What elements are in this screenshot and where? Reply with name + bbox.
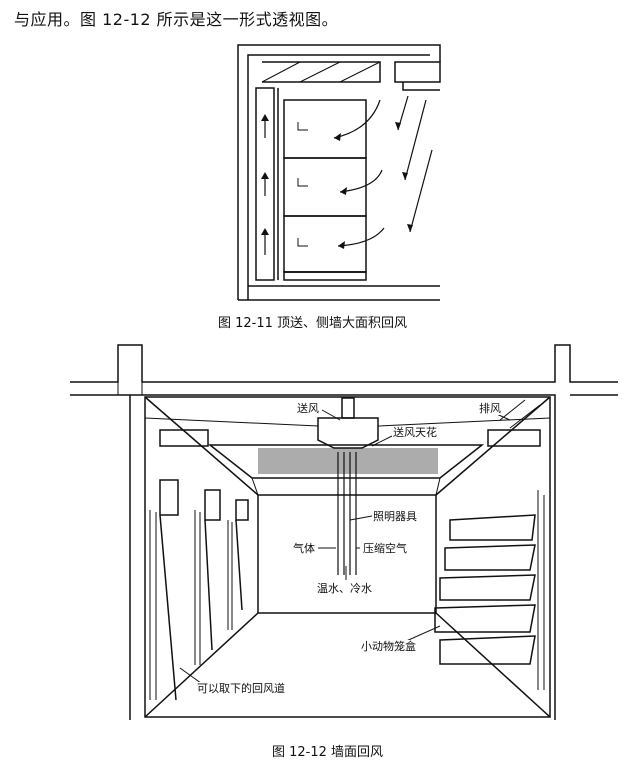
label-gas: 气体	[292, 542, 316, 555]
figure-12-11-drawing	[237, 44, 441, 301]
label-exhaust: 排风	[478, 402, 502, 415]
label-lighting: 照明器具	[372, 510, 418, 523]
label-supply-ceiling: 送风天花	[392, 426, 438, 439]
label-animal-cages: 小动物笼盒	[360, 640, 417, 653]
label-compressed-air: 压缩空气	[362, 542, 408, 555]
figure-12-12-drawing	[70, 344, 618, 720]
intro-text: 与应用。图 12-12 所示是这一形式透视图。	[14, 10, 339, 29]
label-supply-air: 送风	[296, 402, 320, 415]
figure-12-11-caption: 图 12-11 顶送、侧墙大面积回风	[218, 316, 408, 331]
figure-12-12-caption: 图 12-12 墙面回风	[272, 745, 384, 760]
label-water: 温水、冷水	[316, 582, 373, 595]
label-return-duct: 可以取下的回风道	[196, 682, 286, 695]
